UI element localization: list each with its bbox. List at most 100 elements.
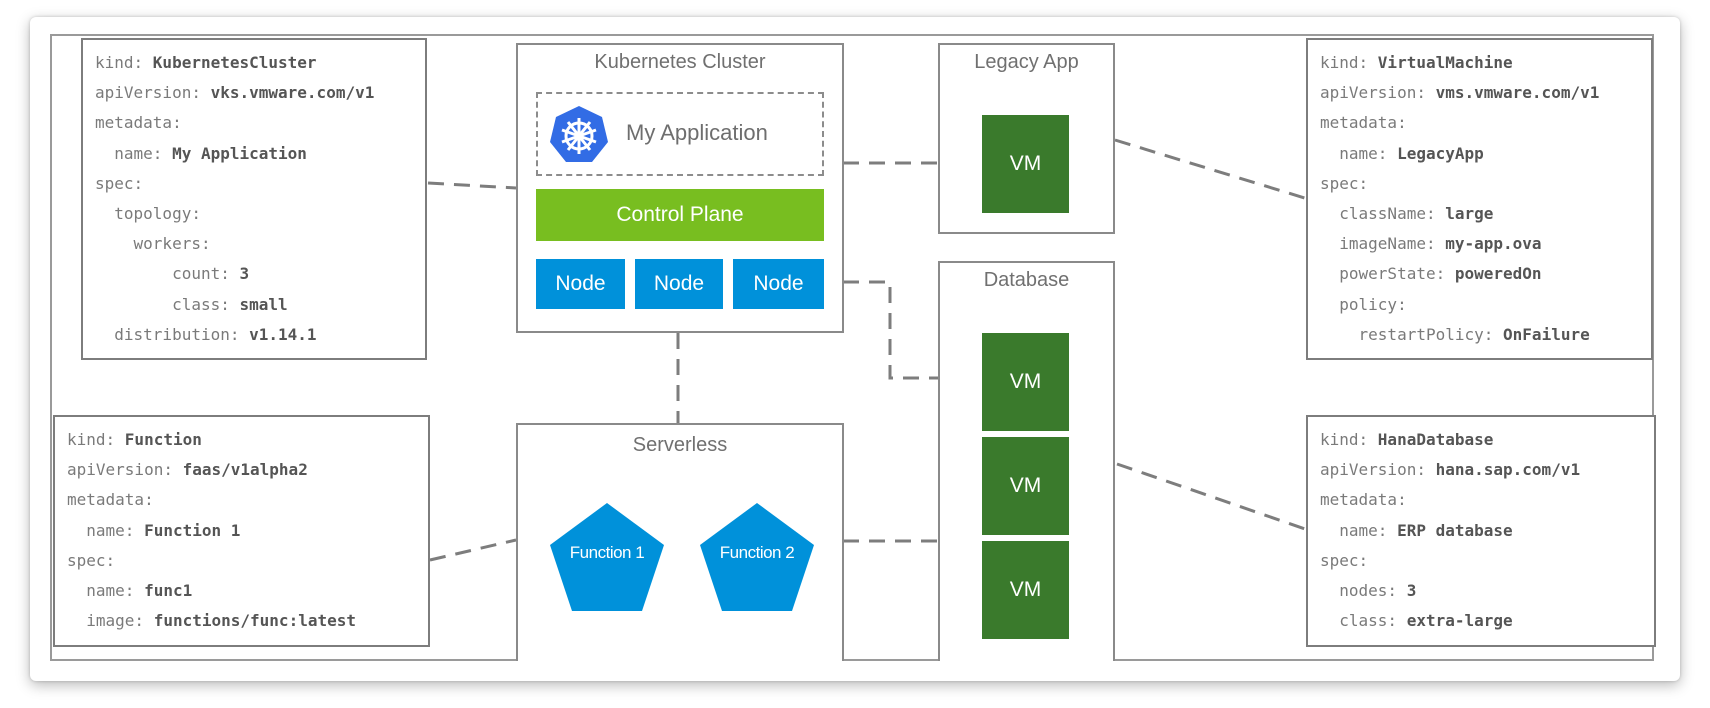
yaml-key: apiVersion: — [95, 83, 211, 103]
yaml-value: func1 — [144, 580, 193, 600]
yaml-line: spec: — [1320, 546, 1654, 576]
yaml-line: imageName: my-app.ova — [1320, 229, 1651, 259]
yaml-key: kind: — [67, 430, 125, 449]
yaml-line: class: extra-large — [1320, 606, 1654, 636]
serverless-box: Serverless Function 1 Function 2 — [516, 423, 844, 661]
database-vm-2[interactable]: VM — [982, 437, 1069, 535]
yaml-line: metadata: — [1320, 108, 1651, 138]
yaml-line: kind: VirtualMachine — [1320, 48, 1651, 78]
yaml-key: metadata: — [67, 490, 154, 510]
yaml-key: kind: — [1320, 430, 1378, 449]
yaml-line: apiVersion: vms.vmware.com/v1 — [1320, 78, 1651, 108]
yaml-line: powerState: poweredOn — [1320, 259, 1651, 289]
yaml-value: vms.vmware.com/v1 — [1435, 83, 1600, 103]
yaml-line: restartPolicy: OnFailure — [1320, 320, 1651, 350]
yaml-key: kind: — [95, 53, 153, 72]
yaml-key: policy: — [1320, 294, 1407, 314]
yaml-key: restartPolicy: — [1320, 324, 1504, 344]
yaml-key: apiVersion: — [67, 460, 183, 480]
function-2-label: Function 2 — [719, 543, 795, 562]
yaml-key: spec: — [67, 550, 116, 570]
yaml-line: metadata: — [67, 485, 428, 515]
yaml-key: imageName: — [1320, 234, 1446, 254]
my-application-box[interactable]: My Application — [536, 92, 824, 176]
function-1-label: Function 1 — [569, 543, 645, 562]
yaml-value: HanaDatabase — [1377, 430, 1494, 449]
yaml-line: kind: HanaDatabase — [1320, 425, 1654, 455]
yaml-key: spec: — [95, 173, 144, 193]
function-1[interactable]: Function 1 — [548, 501, 666, 613]
yaml-line: metadata: — [1320, 485, 1654, 515]
yaml-line: count: 3 — [95, 259, 425, 289]
node-3[interactable]: Node — [733, 259, 824, 309]
yaml-line: kind: Function — [67, 425, 428, 455]
yaml-key: nodes: — [1320, 580, 1407, 600]
function-1-pentagon-icon — [550, 503, 664, 611]
node-1[interactable]: Node — [536, 259, 625, 309]
node-2[interactable]: Node — [635, 259, 723, 309]
yaml-line: distribution: v1.14.1 — [95, 320, 425, 350]
yaml-value: poweredOn — [1454, 264, 1542, 284]
yaml-value: ERP database — [1397, 520, 1513, 540]
function-2-pentagon-icon — [700, 503, 814, 611]
yaml-line: kind: KubernetesCluster — [95, 48, 425, 78]
yaml-key: name: — [95, 143, 173, 163]
yaml-key: name: — [1320, 520, 1398, 540]
yaml-key: count: — [95, 264, 240, 284]
yaml-value: LegacyApp — [1397, 143, 1484, 163]
yaml-value: My Application — [172, 143, 307, 163]
yaml-value: 3 — [1406, 580, 1417, 600]
yaml-line: image: functions/func:latest — [67, 606, 428, 636]
yaml-key: workers: — [95, 234, 211, 254]
yaml-key: metadata: — [95, 113, 182, 133]
yaml-value: small — [239, 294, 288, 314]
yaml-line: spec: — [1320, 169, 1651, 199]
yaml-value: extra-large — [1406, 611, 1513, 631]
yaml-key: spec: — [1320, 173, 1369, 193]
yaml-line: class: small — [95, 290, 425, 320]
yaml-value: Function 1 — [144, 520, 241, 540]
yaml-key: class: — [95, 294, 240, 314]
serverless-title: Serverless — [632, 434, 728, 456]
yaml-value: large — [1445, 203, 1494, 223]
yaml-key: name: — [1320, 143, 1398, 163]
control-plane[interactable]: Control Plane — [536, 189, 824, 241]
yaml-line: workers: — [95, 229, 425, 259]
database-box: Database VM VM VM — [938, 261, 1115, 661]
function-2[interactable]: Function 2 — [698, 501, 816, 613]
yaml-key: name: — [67, 520, 145, 540]
yaml-line: name: func1 — [67, 576, 428, 606]
yaml-key: name: — [67, 580, 145, 600]
legacy-app-title: Legacy App — [974, 51, 1079, 73]
yaml-key: image: — [67, 611, 154, 631]
yaml-key: topology: — [95, 203, 201, 223]
yaml-key: distribution: — [95, 324, 250, 344]
yaml-line: name: ERP database — [1320, 516, 1654, 546]
diagram-frame — [50, 34, 1654, 661]
legacy-vm[interactable]: VM — [982, 115, 1069, 213]
yaml-value: VirtualMachine — [1377, 53, 1513, 72]
yaml-value: hana.sap.com/v1 — [1435, 460, 1581, 480]
yaml-line: className: large — [1320, 199, 1651, 229]
yaml-value: my-app.ova — [1445, 234, 1542, 254]
yaml-value: vks.vmware.com/v1 — [210, 83, 375, 103]
database-vm-1[interactable]: VM — [982, 333, 1069, 431]
yaml-value: KubernetesCluster — [152, 53, 317, 72]
database-vm-3[interactable]: VM — [982, 541, 1069, 639]
yaml-line: spec: — [67, 546, 428, 576]
yaml-line: spec: — [95, 169, 425, 199]
yaml-key: kind: — [1320, 53, 1378, 72]
yaml-line: policy: — [1320, 290, 1651, 320]
yaml-key: metadata: — [1320, 113, 1407, 133]
yaml-value: functions/func:latest — [153, 611, 356, 631]
yaml-key: class: — [1320, 611, 1407, 631]
yaml-key: powerState: — [1320, 264, 1455, 284]
yaml-line: apiVersion: vks.vmware.com/v1 — [95, 78, 425, 108]
yaml-key: apiVersion: — [1320, 83, 1436, 103]
yaml-value: OnFailure — [1503, 324, 1590, 344]
kubernetes-cluster-title: Kubernetes Cluster — [594, 51, 766, 73]
